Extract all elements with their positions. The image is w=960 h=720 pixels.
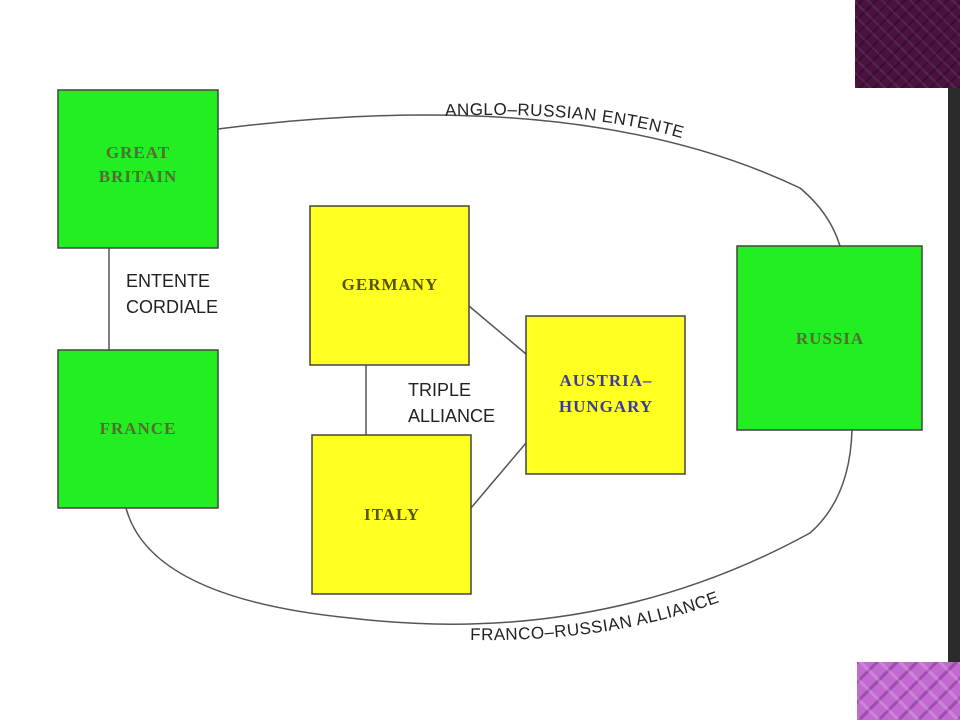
country-box-italy: ITALY xyxy=(311,434,472,595)
russia-label: RUSSIA xyxy=(796,329,864,348)
country-box-russia: RUSSIA xyxy=(736,245,923,431)
country-box-france: FRANCE xyxy=(57,349,219,509)
anglo-russian-entente-line xyxy=(217,114,841,247)
alliance-diagram: GREAT BRITAIN FRANCE GERMANY ITALY AUSTR… xyxy=(40,88,948,662)
corner-decoration-top xyxy=(855,0,960,88)
italy-austria-line xyxy=(470,442,527,509)
franco-russian-alliance-label: FRANCO–RUSSIAN ALLIANCE xyxy=(470,588,721,644)
austria-hungary-label-line2: HUNGARY xyxy=(559,397,653,416)
great-britain-label-line2: BRITAIN xyxy=(99,167,177,186)
anglo-russian-entente-label: ANGLO–RUSSIAN ENTENTE xyxy=(445,100,687,142)
franco-russian-alliance-line xyxy=(125,429,853,625)
country-box-germany: GERMANY xyxy=(309,205,470,366)
italy-label: ITALY xyxy=(364,505,420,524)
anglo-russian-entente-label-path: ANGLO–RUSSIAN ENTENTE xyxy=(445,100,686,142)
franco-russian-alliance-label-path: FRANCO–RUSSIAN ALLIANCE xyxy=(470,588,721,644)
entente-cordiale-label-line1: ENTENTE xyxy=(126,271,210,291)
germany-austria-line xyxy=(468,305,527,355)
country-box-great-britain: GREAT BRITAIN xyxy=(57,89,219,249)
entente-cordiale-label-line2: CORDIALE xyxy=(126,297,218,317)
slide-edge-strip xyxy=(947,88,960,662)
austria-hungary-label-line1: AUSTRIA– xyxy=(559,371,652,390)
triple-alliance-label-line1: TRIPLE xyxy=(408,380,471,400)
corner-decoration-bottom xyxy=(857,662,960,720)
germany-label: GERMANY xyxy=(342,275,439,294)
triple-alliance-label-line2: ALLIANCE xyxy=(408,406,495,426)
france-label: FRANCE xyxy=(100,419,177,438)
alliance-diagram-svg: GREAT BRITAIN FRANCE GERMANY ITALY AUSTR… xyxy=(57,89,923,644)
country-box-austria-hungary: AUSTRIA– HUNGARY xyxy=(525,315,686,475)
great-britain-label-line1: GREAT xyxy=(106,143,170,162)
